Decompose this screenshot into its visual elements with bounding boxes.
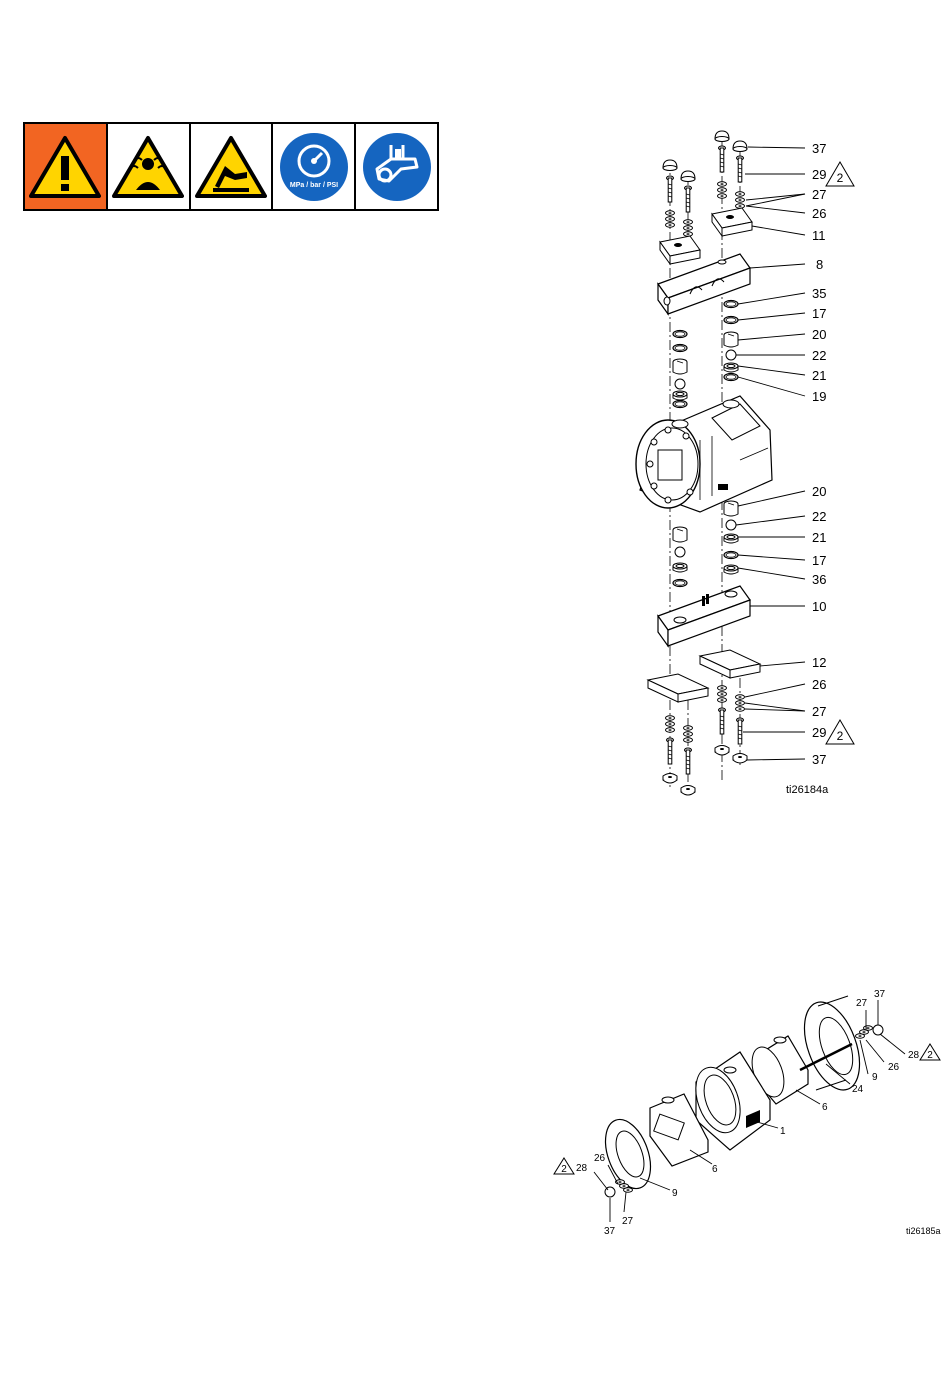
callout-26: 26 xyxy=(812,677,826,692)
callout-26: 26 xyxy=(812,206,826,221)
callout-1: 1 xyxy=(780,1126,786,1137)
callout-6: 6 xyxy=(822,1102,828,1113)
callout-36: 36 xyxy=(812,572,826,587)
callout-17: 17 xyxy=(812,306,826,321)
warning-ref-triangle: 2 xyxy=(826,720,854,744)
callout-9: 9 xyxy=(672,1188,678,1199)
callout-10: 10 xyxy=(812,599,826,614)
warning-ref-triangle: 2 xyxy=(554,1158,574,1175)
svg-text:2: 2 xyxy=(837,729,844,743)
callout-8: 8 xyxy=(816,257,823,272)
callout-27: 27 xyxy=(622,1216,634,1227)
svg-text:2: 2 xyxy=(561,1164,567,1175)
figure-id-bottom: ti26185a xyxy=(906,1226,941,1236)
callout-21: 21 xyxy=(812,368,826,383)
callout-11: 11 xyxy=(812,228,826,243)
callout-20: 20 xyxy=(812,484,826,499)
callout-37: 37 xyxy=(812,752,826,767)
callout-35: 35 xyxy=(812,286,826,301)
callout-37: 37 xyxy=(812,141,826,156)
callout-27: 27 xyxy=(812,187,826,202)
callout-24: 24 xyxy=(852,1084,864,1095)
callout-37: 37 xyxy=(604,1226,616,1237)
callout-26: 26 xyxy=(888,1062,900,1073)
warning-ref-triangle: 2 xyxy=(920,1044,940,1061)
callout-28: 28 xyxy=(908,1050,920,1061)
callout-20: 20 xyxy=(812,327,826,342)
callout-12: 12 xyxy=(812,655,826,670)
callout-9: 9 xyxy=(872,1072,878,1083)
callout-28: 28 xyxy=(576,1163,588,1174)
callout-37: 37 xyxy=(874,989,886,1000)
callout-17: 17 xyxy=(812,553,826,568)
callout-22: 22 xyxy=(812,348,826,363)
callout-22: 22 xyxy=(812,509,826,524)
top-exploded-view: 37 29 27 26 11 8 35 17 20 22 21 19 20 22… xyxy=(636,131,854,796)
svg-text:2: 2 xyxy=(927,1050,933,1061)
callout-29: 29 xyxy=(812,167,826,182)
callout-19: 19 xyxy=(812,389,826,404)
figure-id-top: ti26184a xyxy=(786,784,829,796)
callout-29: 29 xyxy=(812,725,826,740)
callout-27: 27 xyxy=(812,704,826,719)
callout-27: 27 xyxy=(856,998,868,1009)
bottom-exploded-view: 37 27 28 9 26 24 6 1 6 9 26 28 27 37 2 2… xyxy=(554,989,941,1237)
callout-26: 26 xyxy=(594,1153,606,1164)
callout-21: 21 xyxy=(812,530,826,545)
callout-6: 6 xyxy=(712,1164,718,1175)
svg-text:2: 2 xyxy=(837,171,844,185)
warning-ref-triangle: 2 xyxy=(826,162,854,186)
